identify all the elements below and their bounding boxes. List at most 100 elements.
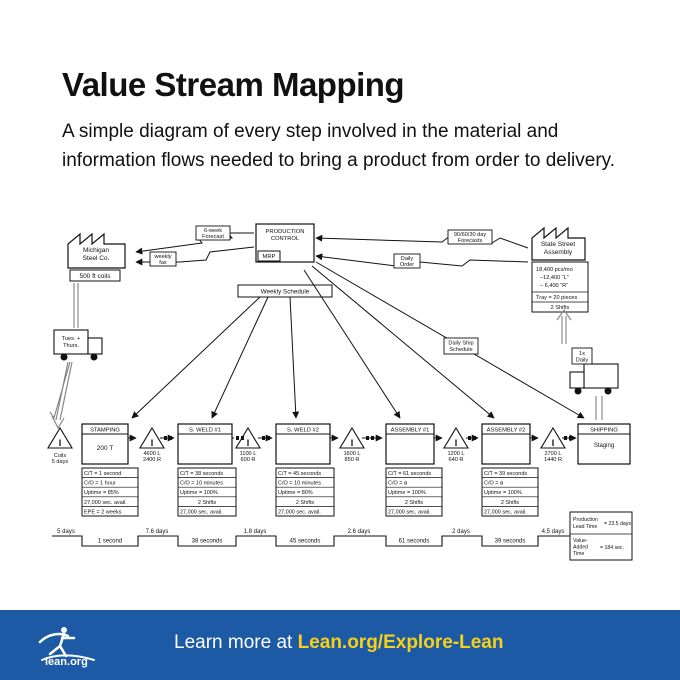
inventory-icon: I [47, 426, 73, 449]
timeline-process-0: 1 second [98, 539, 122, 545]
supplier-truck-line1: Tues. + [62, 336, 81, 342]
forecast-90-line2: Forecasts [458, 238, 483, 244]
value-stream-map: Michigan Steel Co. 500 ft coils State St… [47, 223, 633, 561]
va-time-label-line1: Value- [573, 538, 588, 544]
forecast-6wk-box [195, 225, 231, 241]
timeline-wait-2: 1.8 days [244, 529, 267, 535]
page-subtitle: A simple diagram of every step involved … [62, 121, 616, 171]
process-3-data-1: C/O = ø [388, 481, 408, 487]
process-weld2 [275, 423, 335, 517]
timeline-wait-4: 2 days [452, 529, 470, 535]
explore-lean-link[interactable]: Lean.org/Explore-Lean [297, 632, 504, 653]
process-0-tool: 200 T [97, 445, 114, 452]
svg-text:I: I [351, 438, 354, 448]
inventory-2-line2: 600 R [241, 457, 256, 463]
timeline-ladder [52, 535, 570, 547]
schedule-arrow-stamping [131, 296, 261, 419]
mrp-box [257, 250, 281, 262]
mrp-label: MRP [263, 254, 276, 260]
process-0-data-1: C/O = 1 hour [84, 481, 116, 487]
svg-text:I: I [455, 438, 458, 448]
lead-time-label-line2: Lead Time [573, 524, 597, 530]
process-0-data-4: EPE = 2 weeks [84, 509, 122, 515]
forecast-90-box [447, 229, 493, 245]
daily-ship-line1: Daily Ship [448, 341, 473, 347]
lean-logo-icon [38, 627, 95, 661]
supplier-factory: Michigan Steel Co. [67, 232, 126, 269]
process-4-data-4: 27,000 sec. avail. [484, 509, 527, 515]
customer-truck-line1: 1x [579, 351, 585, 357]
process-1-data-2: Uptime = 100% [180, 490, 218, 496]
cta-prefix: Learn more at [174, 632, 298, 653]
process-3-data-2: Uptime = 100% [388, 490, 426, 496]
process-2-data-1: C/O = 10 minutes [278, 481, 321, 487]
shipping-box [577, 423, 631, 465]
inventory-1-line1: 4600 L [143, 451, 160, 457]
timeline-process-2: 45 seconds [290, 539, 321, 545]
schedule-arrow-weld1 [211, 296, 269, 419]
customer-shipment-arrow [595, 396, 603, 420]
production-control-box [255, 223, 315, 263]
process-4-data-3: 2 Shifts [501, 500, 520, 506]
cta-text: Learn more at Lean.org/Explore-Lean [174, 632, 503, 654]
process-stamping [81, 423, 139, 517]
timeline-wait-0: 5 days [57, 529, 75, 535]
inventory-icon: I [139, 426, 165, 449]
inventory-icon: I [443, 426, 469, 449]
shipping-name: SHIPPING [590, 428, 618, 434]
svg-text:I: I [151, 438, 154, 448]
inventory-0-line1: Coils [54, 453, 67, 459]
customer-data-4: 2 Shifts [551, 305, 570, 311]
supplier-note-box [69, 269, 121, 282]
inventory-1-line2: 2400 R [143, 457, 161, 463]
timeline-process-3: 61 seconds [399, 539, 430, 545]
process-assembly2 [481, 423, 539, 517]
lead-time-value: = 23.5 days [604, 521, 631, 527]
daily-order-line1: Daily [401, 256, 414, 262]
va-time-label-line3: Time [573, 551, 584, 557]
process-2-data-0: C/T = 45 seconds [278, 471, 321, 477]
daily-ship-line2: Schedule [449, 347, 472, 353]
process-0-data-3: 27,000 sec. avail. [84, 500, 127, 506]
customer-data-3: Tray = 20 pieces [536, 295, 578, 301]
svg-text:I: I [59, 438, 62, 448]
push-arrow-stripes [164, 436, 572, 440]
daily-order-line2: Order [400, 262, 414, 268]
shipping-sub: Staging [594, 443, 614, 449]
process-0-data-0: C/T = 1 second [84, 471, 121, 477]
customer-truck-line2: Daily [576, 358, 589, 364]
production-control-line2: CONTROL [271, 236, 300, 242]
process-1-name: S. WELD #1 [189, 428, 221, 434]
customer-truck-freq-box [571, 347, 593, 365]
process-2-name: S. WELD #2 [287, 428, 319, 434]
process-0-name: STAMPING [90, 428, 120, 434]
supplier-truck-line2: Thurs. [63, 343, 79, 349]
svg-text:I: I [247, 438, 250, 448]
customer-data-0: 18,400 pcs/mo [536, 267, 573, 273]
inventory-icon: I [339, 426, 365, 449]
timeline-wait-3: 2.6 days [348, 529, 371, 535]
page-title: Value Stream Mapping [62, 66, 405, 103]
footer-banner: lean.org Learn more at Lean.org/Explore-… [0, 610, 680, 680]
weekly-fax-box [149, 251, 177, 267]
inventory-5-line1: 2700 L [544, 451, 561, 457]
weekly-schedule-label: Weekly Schedule [261, 289, 310, 296]
inventory-2-line1: 1100 L [240, 451, 257, 457]
svg-text:I: I [552, 438, 555, 448]
forecast-90-line1: 90/60/30 day [454, 232, 487, 238]
process-1-data-0: C/T = 38 seconds [180, 471, 223, 477]
process-2-data-4: 27,000 sec. avail. [278, 509, 321, 515]
process-1-data-1: C/O = 10 minutes [180, 481, 223, 487]
va-time-label-line2: Added [573, 545, 588, 551]
lead-time-label-line1: Production [573, 517, 598, 523]
process-0-data-2: Uptime = 85% [84, 490, 119, 496]
forecast-90-line [315, 234, 529, 249]
schedule-arrow-assy1 [303, 269, 401, 419]
schedule-arrow-assy2 [311, 265, 495, 419]
process-weld1 [177, 423, 237, 517]
customer-truck-icon [569, 363, 619, 395]
customer-factory: State Street Assembly [531, 226, 586, 261]
inventory-3-line2: 850 R [345, 457, 360, 463]
customer-name-line2: Assembly [544, 249, 573, 256]
timeline-summary-box [569, 511, 633, 561]
